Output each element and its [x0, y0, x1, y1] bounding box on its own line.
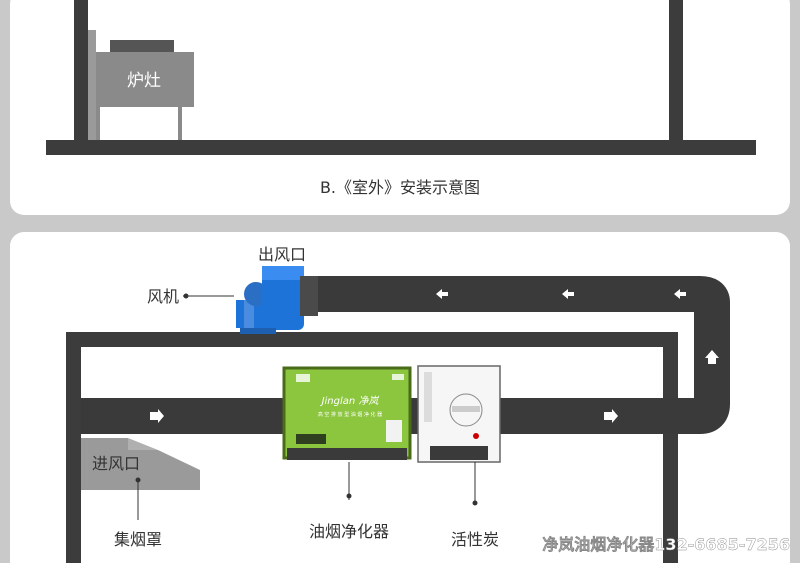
- fan-outlet-label: 出风口: [258, 245, 306, 264]
- carbon-label: 活性炭: [451, 530, 499, 549]
- top-panel-card: [10, 0, 790, 215]
- stove-label: 炉灶: [127, 71, 161, 91]
- purifier-model-line: 高 空 排 放 型 油 烟 净 化 器: [318, 411, 382, 418]
- inlet-leader-dot: [135, 477, 141, 483]
- purifier-brand: Jinglan 净岚: [320, 395, 380, 407]
- fan-blower-icon: [236, 266, 318, 334]
- range-hood-icon: [81, 438, 200, 490]
- carbon-filter-unit-icon: [417, 365, 501, 463]
- top-caption: B.《室外》安装示意图: [320, 178, 480, 197]
- carbon-leader-dot: [472, 500, 478, 506]
- building-left-wall: [66, 332, 81, 563]
- building-right-wall: [663, 332, 678, 563]
- purifier-label: 油烟净化器: [309, 522, 389, 541]
- building-roof: [66, 332, 678, 347]
- inlet-label: 进风口: [92, 454, 140, 473]
- fan-leader-dot: [183, 293, 189, 299]
- hood-label: 集烟罩: [114, 530, 162, 549]
- top-left-wall: [74, 0, 88, 145]
- bottom-panel: 出风口 风机 Jinglan 净岚 高 空 排 放 型 油 烟 净 化 器 进风…: [10, 232, 790, 563]
- top-right-wall: [669, 0, 683, 145]
- purifier-unit-icon: [282, 366, 412, 460]
- duct-flow-arrow-icon: [150, 289, 719, 423]
- top-floor: [46, 140, 756, 155]
- fan-label: 风机: [147, 287, 179, 306]
- top-panel: 炉灶 B.《室外》安装示意图: [10, 0, 790, 215]
- stove-icon: [88, 30, 194, 140]
- purifier-leader-dot: [346, 493, 352, 499]
- footer-contact-text: 净岚油烟净化器132-6685-7256: [542, 535, 790, 554]
